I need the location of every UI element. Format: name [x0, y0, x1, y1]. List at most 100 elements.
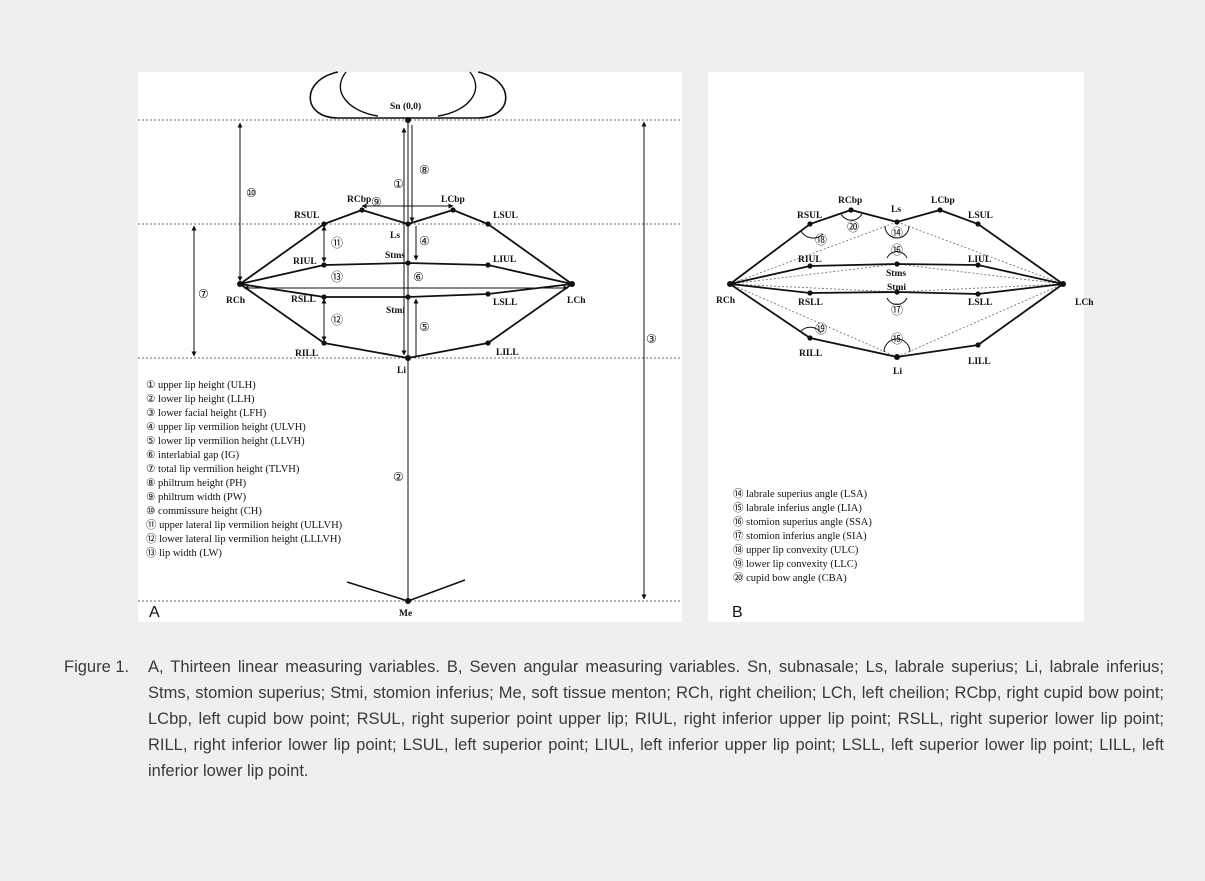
- marker-9: ⑨: [371, 195, 382, 209]
- point-me: [405, 598, 411, 604]
- panel-a-background: [138, 72, 682, 622]
- label-stmi: Stmi: [386, 306, 405, 316]
- dotted-rch-stms: [729, 263, 898, 285]
- point-stms: [405, 260, 411, 266]
- legend-item: ⑥ interlabial gap (IG): [146, 449, 240, 461]
- panel-a-labels: Sn (0,0) RCbp LCbp RSUL LSUL Ls Stms RIU…: [226, 101, 586, 619]
- legend-item: ⑫ lower lateral lip vermilion height (LL…: [146, 533, 341, 545]
- marker-6: ⑥: [413, 270, 424, 284]
- point-rch: [727, 281, 733, 287]
- chin-left-line: [346, 581, 409, 602]
- marker-12: ⑫: [331, 313, 343, 327]
- arc-ssa: [886, 251, 908, 259]
- label-lsul: LSUL: [493, 211, 518, 221]
- marker-17: ⑰: [891, 303, 903, 317]
- nostril-right: [437, 71, 477, 117]
- dotted-stmi-lch: [896, 283, 1064, 293]
- label-lsll: LSLL: [968, 298, 992, 308]
- legend-item: ⑩ commissure height (CH): [146, 505, 262, 517]
- label-rsll: RSLL: [291, 295, 316, 305]
- figure-caption: Figure 1. A, Thirteen linear measuring v…: [64, 654, 1164, 784]
- label-li: Li: [893, 367, 902, 377]
- panel-b-labels: RSUL RCbp Ls LCbp LSUL RIUL Stms LIUL RC…: [716, 196, 1094, 377]
- panel-b-points: [727, 207, 1066, 360]
- label-rcbp: RCbp: [347, 195, 371, 205]
- point-stms: [894, 261, 900, 267]
- label-lcbp: LCbp: [441, 195, 465, 205]
- point-ls: [894, 219, 900, 225]
- legend-item: ⑮ labrale inferius angle (LIA): [733, 502, 862, 514]
- point-stmi: [405, 294, 411, 300]
- label-rcbp: RCbp: [838, 196, 862, 206]
- point-rsul: [321, 221, 327, 227]
- panel-b-legend: ⑭ labrale superius angle (LSA) ⑮ labrale…: [733, 488, 872, 584]
- panel-a-legend: ① upper lip height (ULH) ② lower lip hei…: [146, 379, 343, 559]
- panel-a-markers: ① ② ③ ④ ⑤ ⑥ ⑦ ⑧ ⑨ ⑩ ⑪ ⑫ ⑬: [198, 163, 657, 484]
- label-rsul: RSUL: [294, 211, 319, 221]
- legend-item: ② lower lip height (LLH): [146, 393, 255, 405]
- label-liul: LIUL: [968, 255, 991, 265]
- legend-item: ⑨ philtrum width (PW): [146, 491, 247, 503]
- label-lill: LILL: [968, 357, 991, 367]
- lower-lip-upper-border: [239, 283, 573, 298]
- point-riul: [807, 263, 813, 269]
- legend-item: ⑲ lower lip convexity (LLC): [733, 558, 858, 570]
- arc-sia: [886, 297, 908, 305]
- marker-20: ⑳: [847, 220, 859, 234]
- point-lsul: [485, 221, 491, 227]
- lip-outline: [239, 209, 573, 359]
- lower-lip-lower-border: [239, 283, 573, 359]
- legend-item: ① upper lip height (ULH): [146, 379, 256, 391]
- panel-a-points: [237, 117, 575, 604]
- caption-prefix: Figure 1.: [64, 658, 130, 676]
- label-rch: RCh: [716, 296, 736, 306]
- label-rill: RILL: [799, 349, 822, 359]
- label-lsul: LSUL: [968, 211, 993, 221]
- marker-10: ⑩: [246, 186, 257, 200]
- panel-b-angle-arcs: [800, 213, 911, 353]
- marker-8: ⑧: [419, 163, 430, 177]
- chin-right-line: [407, 579, 466, 602]
- panel-b-letter: B: [732, 604, 743, 621]
- caption-body: A, Thirteen linear measuring variables. …: [148, 658, 1164, 780]
- label-riul: RIUL: [293, 257, 317, 267]
- label-sn: Sn (0,0): [390, 101, 421, 112]
- marker-11: ⑪: [331, 236, 343, 250]
- label-stmi: Stmi: [887, 283, 906, 293]
- arc-lsa: [884, 225, 910, 239]
- label-lch: LCh: [1075, 298, 1094, 308]
- arc-cba: [840, 213, 863, 221]
- arc-llc: [800, 326, 822, 334]
- label-rsul: RSUL: [797, 211, 822, 221]
- point-lch: [1060, 281, 1066, 287]
- label-me: Me: [399, 609, 412, 619]
- dotted-rch-stmi: [729, 283, 898, 293]
- point-sn: [405, 117, 411, 123]
- point-lsll: [485, 291, 491, 297]
- point-lsll: [975, 291, 981, 297]
- upper-lip-lower-border: [239, 262, 573, 285]
- point-rill: [321, 340, 327, 346]
- point-liul: [975, 262, 981, 268]
- label-lsll: LSLL: [493, 298, 517, 308]
- panel-b-dotted-lines: [729, 221, 1064, 358]
- legend-item: ⑬ lip width (LW): [146, 547, 222, 559]
- label-lch: LCh: [567, 296, 586, 306]
- marker-15: ⑮: [891, 332, 903, 346]
- label-rch: RCh: [226, 296, 246, 306]
- label-ls: Ls: [891, 205, 901, 215]
- label-riul: RIUL: [798, 255, 822, 265]
- point-lcbp: [937, 207, 943, 213]
- marker-5: ⑤: [419, 320, 430, 334]
- legend-item: ④ upper lip vermilion height (ULVH): [146, 421, 306, 433]
- point-lill: [485, 340, 491, 346]
- label-liul: LIUL: [493, 255, 516, 265]
- label-li: Li: [397, 366, 406, 376]
- marker-19: ⑲: [815, 322, 827, 336]
- arc-lia: [883, 338, 911, 353]
- point-rcbp: [848, 207, 854, 213]
- label-stms: Stms: [886, 269, 906, 279]
- lower-lip-lower-border: [729, 283, 1064, 358]
